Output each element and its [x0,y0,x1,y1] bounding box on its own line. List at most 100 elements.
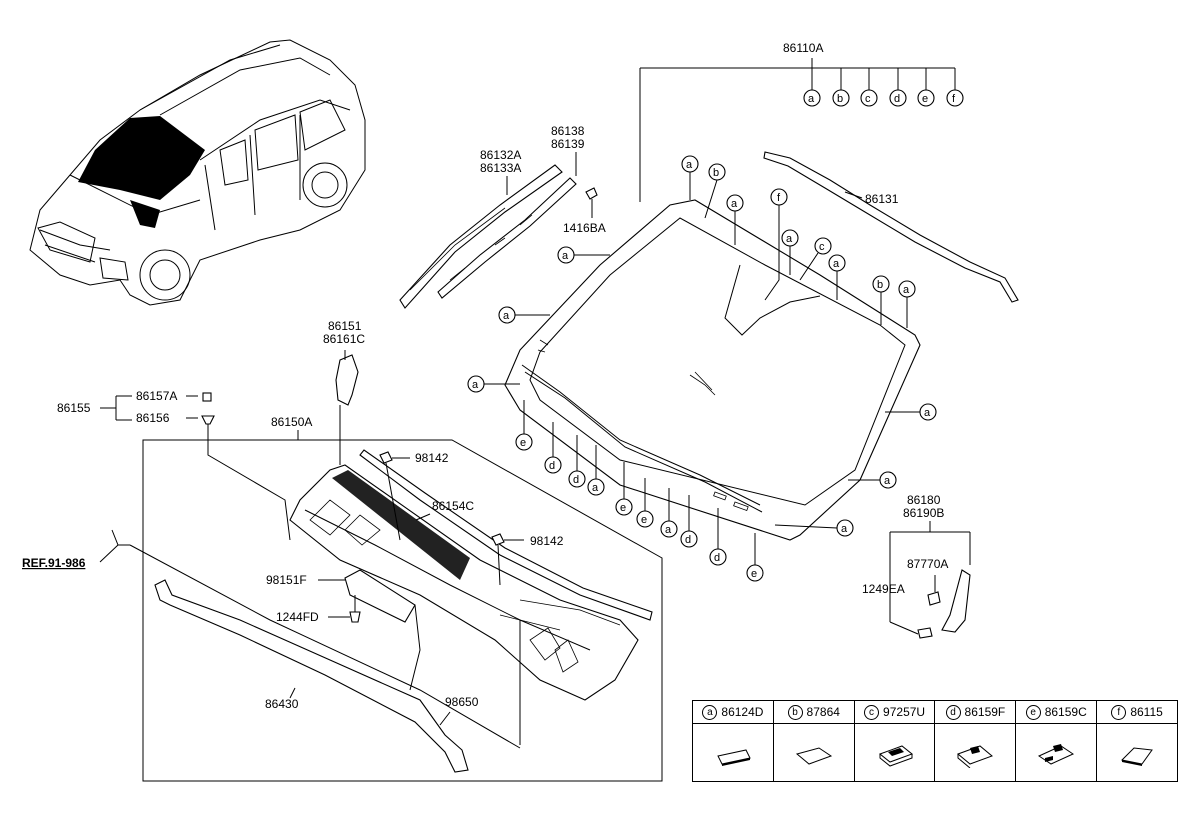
svg-text:a: a [731,198,738,210]
part-label-98151F: 98151F [266,573,307,587]
svg-text:a: a [884,475,891,487]
part-label-86154C: 86154C [432,499,474,513]
part-label-98650: 98650 [445,695,479,709]
legend-part-b: 87864 [806,705,840,719]
part-label-1244FD: 1244FD [276,610,319,624]
legend-part-d: 86159F [964,705,1006,719]
part-86430-weatherstrip: 86430 98650 [129,544,521,773]
part-label-98142-top: 98142 [415,451,449,465]
part-label-1416BA: 1416BA [563,221,606,235]
part-86180-trim: 86180 86190B 87770A 1249EA [862,493,971,639]
legend-letter-e: e [1025,704,1041,720]
callout-circle-b: b [832,89,850,107]
clip-d-icon [957,744,994,768]
part-label-86150A: 86150A [271,415,312,429]
part-label-86133A: 86133A [480,161,521,175]
svg-text:b: b [837,93,843,105]
ref-label: REF.91-986 [22,556,86,570]
svg-text:a: a [562,250,569,262]
cowl-top-cover [289,464,639,701]
svg-text:a: a [903,284,910,296]
svg-text:a: a [686,159,693,171]
ref-91-986: REF.91-986 [22,529,130,570]
part-label-86161C: 86161C [323,332,365,346]
part-86138-strip: 86138 86139 1416BA [437,124,606,299]
svg-text:a: a [503,310,510,322]
windshield-callouts: a b a f a c a b a a a a a a a e d d a [467,155,937,582]
svg-text:a: a [472,379,479,391]
part-label-87770A: 87770A [907,557,948,571]
cowl-assembly-box: 86150A [142,415,663,782]
pad-b-icon [795,746,832,765]
svg-text:e: e [922,93,928,105]
callout-86110A: 86110A a b c d e f [639,41,964,202]
part-label-86151: 86151 [328,319,362,333]
legend-part-c: 97257U [883,705,926,719]
legend-letter-d: d [945,704,961,720]
callout-circle-f: f [946,89,964,107]
legend-letter-b: b [787,704,803,720]
callout-circle-c: c [860,89,878,107]
part-label-86190B: 86190B [903,506,944,520]
legend-part-f: 86115 [1130,705,1163,719]
legend-part-a: 86124D [721,705,764,719]
svg-text:d: d [573,474,579,486]
svg-text:a: a [924,407,931,419]
svg-text:a: a [808,93,815,105]
svg-text:e: e [751,568,757,580]
legend-letter-c: c [864,704,880,720]
svg-text:a: a [592,482,599,494]
legend-letter-a: a [702,704,718,720]
clip-c-icon [878,744,913,767]
callout-circle-e: e [917,89,935,107]
legend-part-e: 86159C [1044,705,1087,719]
svg-text:d: d [685,534,691,546]
svg-text:e: e [520,437,526,449]
vehicle-illustration [29,39,366,306]
part-label-86110A: 86110A [783,41,823,55]
clip-e-icon [1038,743,1075,765]
part-98142-clips: 98142 98142 [379,451,564,586]
pad-f-icon [1121,746,1153,766]
svg-text:d: d [894,93,900,105]
part-label-98142-bottom: 98142 [530,534,564,548]
svg-text:f: f [777,192,781,204]
pad-a-icon [717,748,751,766]
svg-text:a: a [841,523,848,535]
part-label-86430: 86430 [265,697,299,711]
part-86155-clips: 86155 86157A 86156 [57,389,291,541]
part-label-86157A: 86157A [136,389,177,403]
svg-text:f: f [952,93,956,105]
part-label-86132A: 86132A [480,148,521,162]
svg-text:c: c [865,93,871,105]
part-98151F-bracket: 98151F 1244FD [266,569,421,691]
part-label-1249EA: 1249EA [862,582,905,596]
svg-text:a: a [786,233,793,245]
part-86151-bracket: 86151 86161C [323,319,365,465]
svg-text:e: e [641,514,647,526]
svg-text:a: a [833,258,840,270]
part-label-86155: 86155 [57,401,91,415]
part-label-86156: 86156 [136,411,170,425]
svg-text:d: d [549,460,555,472]
part-label-86139: 86139 [551,137,585,151]
svg-text:b: b [713,167,719,179]
svg-text:c: c [819,241,825,253]
legend-letter-f: f [1111,704,1127,720]
callout-circle-d: d [889,89,907,107]
part-label-86180: 86180 [907,493,941,507]
callout-circle-a: a [803,89,821,107]
svg-text:b: b [877,279,883,291]
part-86131-strip: 86131 [763,151,1019,303]
part-label-86138: 86138 [551,124,585,138]
svg-text:a: a [665,524,672,536]
part-86132A-molding: 86132A 86133A [399,148,563,309]
svg-text:e: e [620,502,626,514]
part-86154C-seal: 86154C [359,449,653,621]
